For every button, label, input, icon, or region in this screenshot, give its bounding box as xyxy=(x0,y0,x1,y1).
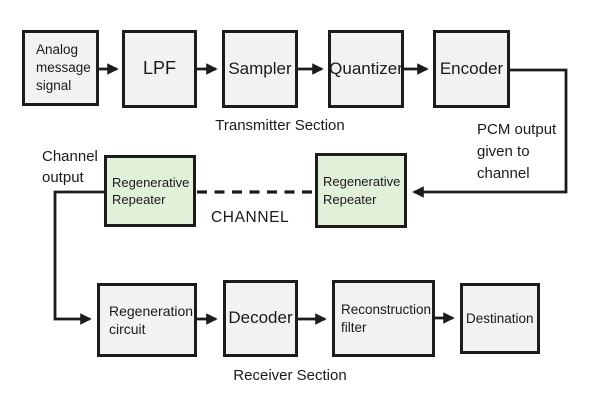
receiver-section-label: Receiver Section xyxy=(233,367,347,384)
block-encoder: Encoder xyxy=(433,30,510,108)
block-label: Analog message signal xyxy=(36,42,91,93)
block-label: Quantizer xyxy=(329,58,403,78)
pcm-output-label: PCM output given to channel xyxy=(477,121,557,182)
block-regenerative-repeater-right: Regenerative Repeater xyxy=(315,153,407,228)
block-reconstruction-filter: Reconstruction filter xyxy=(332,280,435,357)
channel-label: CHANNEL xyxy=(211,209,290,226)
block-label: LPF xyxy=(142,58,176,79)
block-decoder: Decoder xyxy=(223,280,298,357)
block-label: Sampler xyxy=(228,58,292,78)
block-label: Reconstruction filter xyxy=(341,301,432,335)
channel-output-label: Channel output xyxy=(42,148,98,186)
block-label: Encoder xyxy=(439,58,504,78)
block-regenerative-repeater-left: Regenerative Repeater xyxy=(104,155,196,227)
block-destination: Destination xyxy=(460,283,540,354)
block-lpf: LPF xyxy=(122,30,197,108)
block-sampler: Sampler xyxy=(222,30,298,108)
transmitter-section-label: Transmitter Section xyxy=(215,117,345,134)
block-label: Decoder xyxy=(228,308,293,328)
block-label: Regenerative Repeater xyxy=(323,174,401,207)
block-quantizer: Quantizer xyxy=(328,30,404,108)
block-label: Regenerative Repeater xyxy=(112,174,190,207)
block-analog-message-signal: Analog message signal xyxy=(22,30,99,106)
block-regeneration-circuit: Regeneration circuit xyxy=(97,283,197,357)
block-label: Destination xyxy=(466,310,534,326)
block-label: Regeneration circuit xyxy=(109,302,194,337)
